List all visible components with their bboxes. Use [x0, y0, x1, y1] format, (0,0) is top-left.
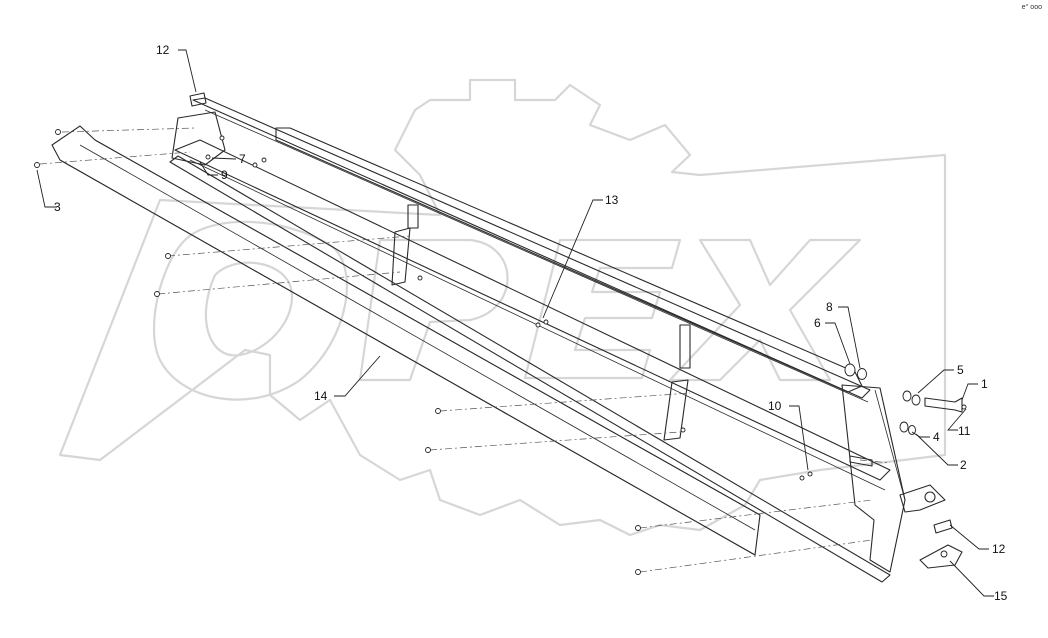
handle-15	[919, 544, 963, 569]
callout-7: 7	[239, 152, 246, 166]
fasteners	[34, 92, 967, 575]
frame-assembly	[169, 97, 946, 583]
left-end-bracket	[171, 111, 226, 166]
alignment-lines	[39, 127, 891, 573]
top-rail	[192, 97, 871, 399]
nut-4	[899, 421, 909, 433]
callout-12-top: 12	[156, 43, 170, 57]
callout-8: 8	[826, 300, 833, 314]
watermark-letter-o	[152, 220, 348, 401]
callout-4: 4	[933, 430, 940, 444]
callout-12-bottom: 12	[992, 542, 1006, 556]
watermark-letter-e	[523, 238, 682, 380]
washer-5	[902, 390, 912, 402]
corner-mark: e° ooo	[1021, 4, 1042, 11]
bolt-2	[849, 455, 873, 467]
callout-9: 9	[221, 168, 228, 182]
threaded-pin-1	[924, 397, 963, 413]
watermark-letter-p	[358, 238, 509, 382]
strut-2	[391, 227, 411, 286]
latch-plate	[899, 484, 946, 513]
leader-lines	[36, 49, 994, 597]
deflector-plate	[51, 125, 761, 556]
callout-6: 6	[814, 316, 821, 330]
watermark-gear	[58, 78, 947, 537]
right-end-bracket	[841, 384, 906, 573]
washer-8	[857, 368, 867, 380]
callout-14: 14	[314, 389, 328, 403]
callout-1: 1	[981, 377, 988, 391]
watermark-letter-o-inner	[204, 261, 293, 357]
watermark-letter-x	[668, 238, 862, 382]
upper-tube	[275, 127, 863, 393]
callout-13: 13	[605, 193, 619, 207]
washer-6	[844, 363, 856, 377]
strut-3	[679, 324, 691, 369]
watermark-logo	[58, 78, 947, 537]
strut-1	[407, 204, 419, 229]
callout-2: 2	[960, 458, 967, 472]
lower-rail	[169, 155, 891, 583]
inner-rail	[174, 139, 891, 481]
callout-3: 3	[54, 200, 61, 214]
callout-15: 15	[994, 589, 1008, 603]
strut-4	[663, 379, 689, 441]
rubber-stop-top	[189, 92, 207, 107]
callout-5: 5	[957, 363, 964, 377]
callout-10: 10	[768, 399, 782, 413]
rubber-stop-right	[933, 519, 953, 534]
callout-11: 11	[958, 424, 971, 438]
